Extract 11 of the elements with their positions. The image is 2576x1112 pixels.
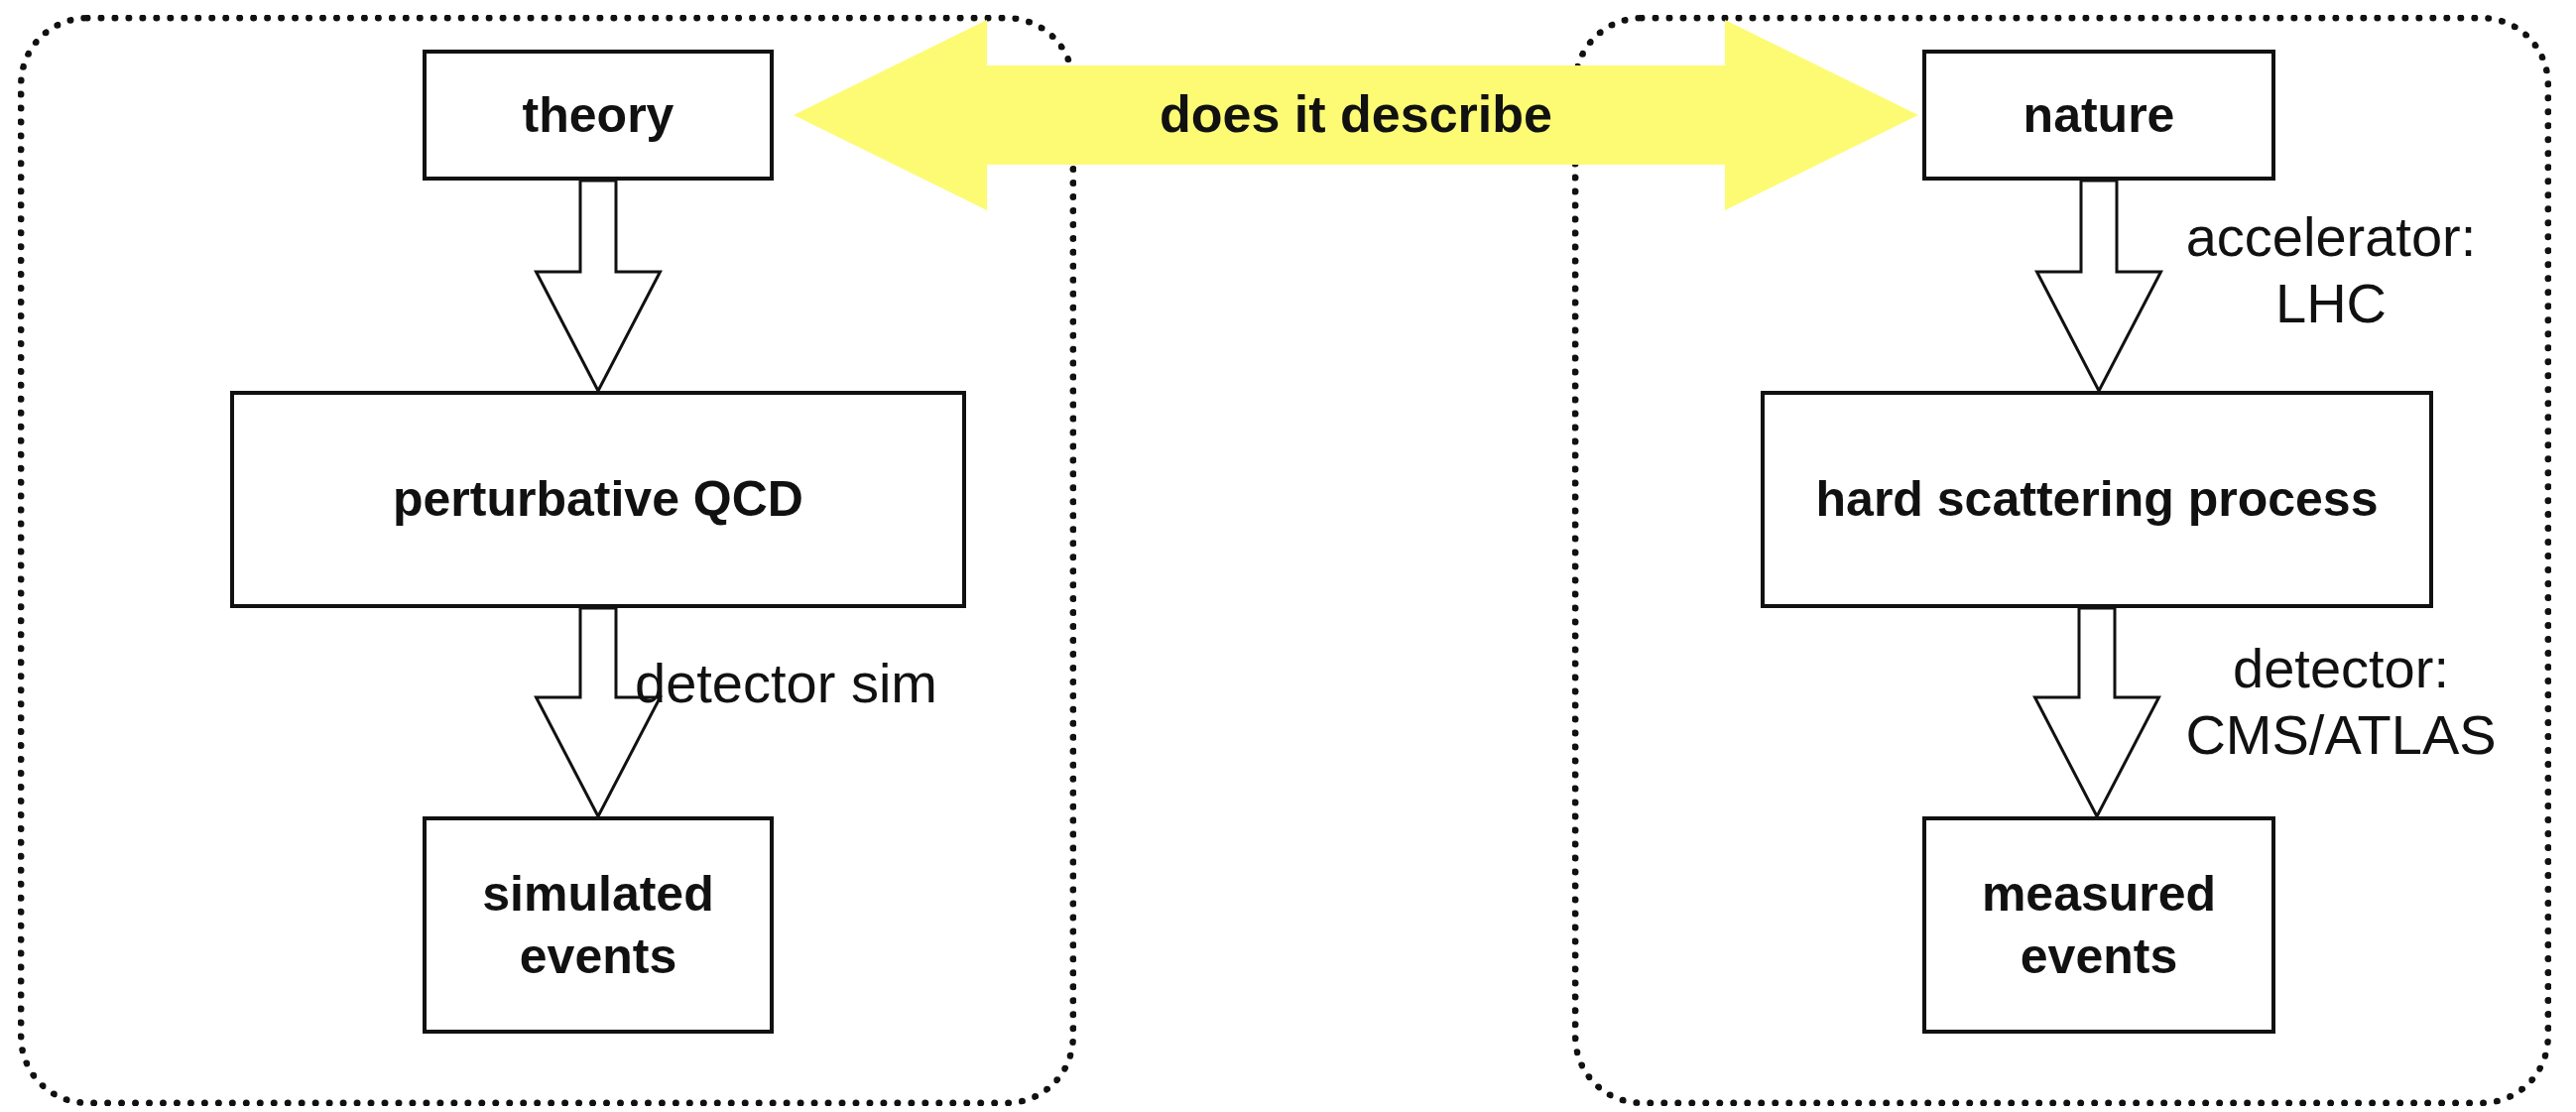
process-box: nature <box>1922 50 2275 181</box>
edge-label: detector sim <box>635 651 938 716</box>
process-box: simulated events <box>423 816 774 1034</box>
process-box: theory <box>423 50 774 181</box>
edge-label: accelerator: LHC <box>2184 204 2478 337</box>
double-arrow <box>794 20 1918 210</box>
process-box: measured events <box>1922 816 2275 1034</box>
edge-label: detector: CMS/ATLAS <box>2184 636 2498 769</box>
edge-label: does it describe <box>1159 84 1553 145</box>
process-box: perturbative QCD <box>230 391 966 608</box>
process-box: hard scattering process <box>1761 391 2433 608</box>
